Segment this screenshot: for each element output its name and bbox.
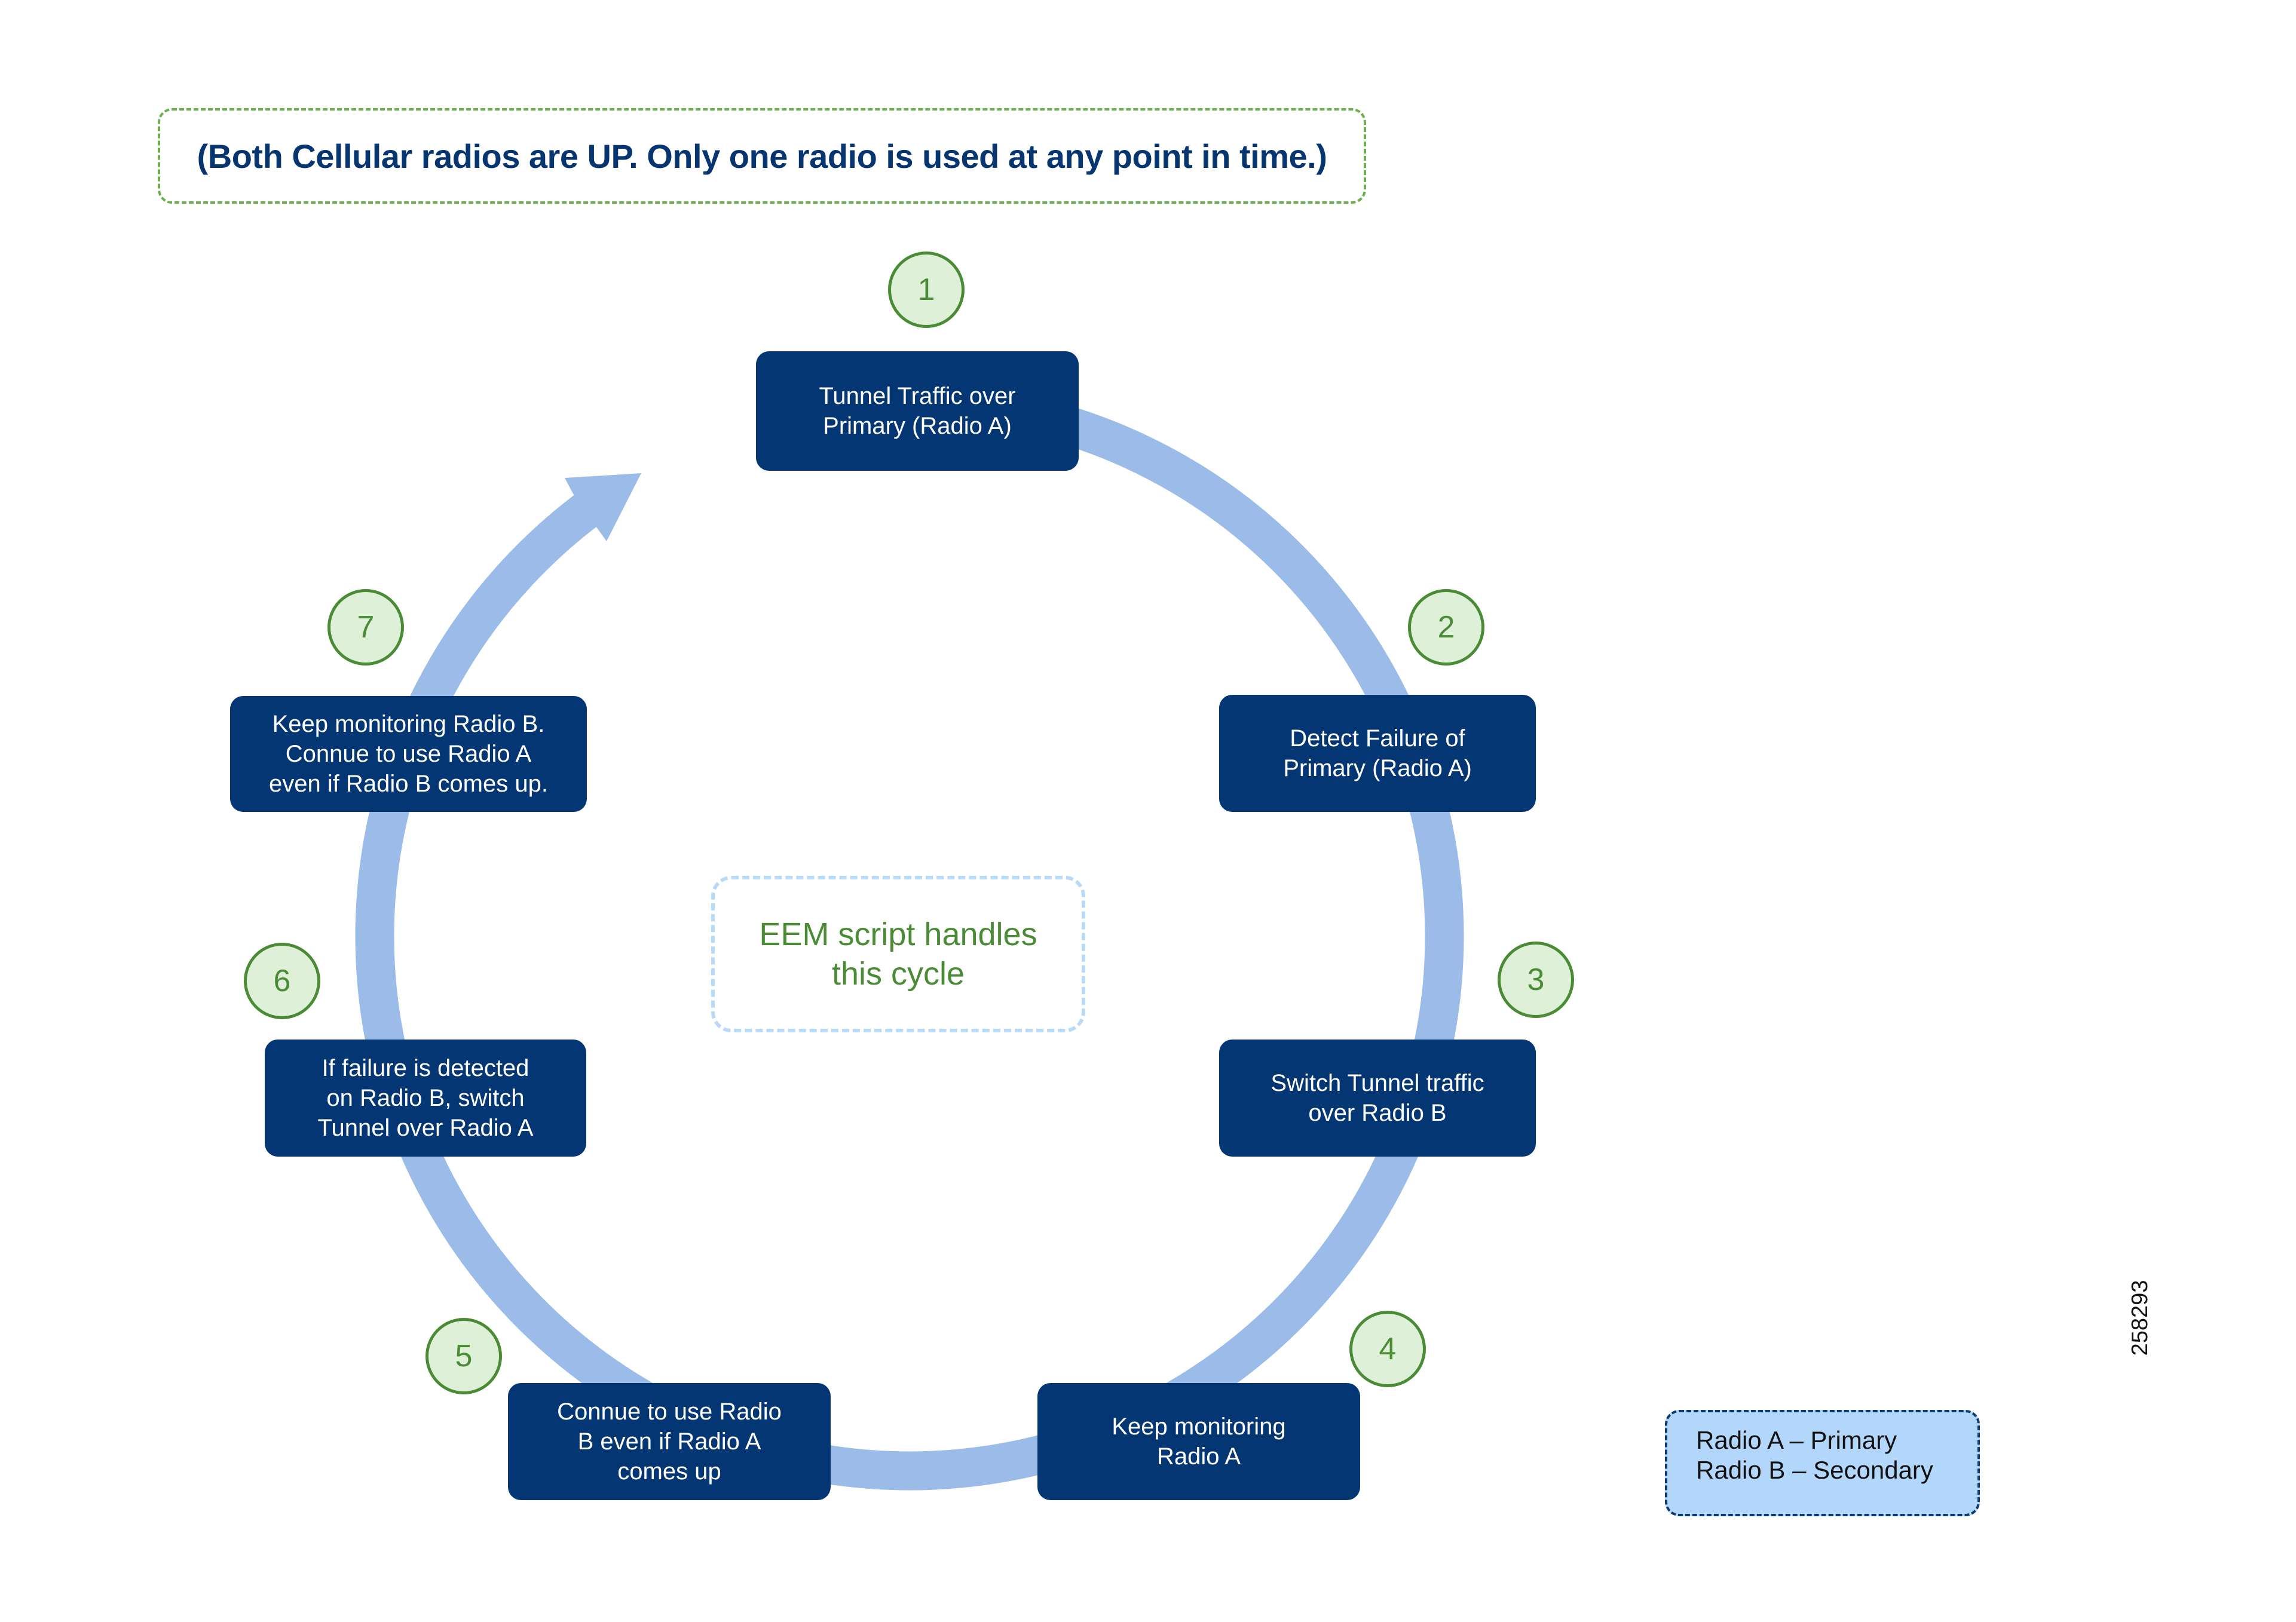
step-box-5: Connue to use Radio B even if Radio A co… <box>508 1383 831 1500</box>
step-badge-6: 6 <box>244 943 320 1019</box>
legend-box: Radio A – Primary Radio B – Secondary <box>1665 1410 1980 1516</box>
step-box-7: Keep monitoring Radio B. Connue to use R… <box>230 696 587 812</box>
step-badge-5: 5 <box>425 1318 502 1394</box>
step-badge-2: 2 <box>1408 589 1484 666</box>
step-box-3: Switch Tunnel traffic over Radio B <box>1219 1040 1536 1157</box>
step-box-1: Tunnel Traffic over Primary (Radio A) <box>756 351 1079 471</box>
step-badge-1: 1 <box>888 252 965 328</box>
figure-id: 258293 <box>2127 1280 2153 1356</box>
step-badge-4: 4 <box>1349 1311 1426 1387</box>
header-note: (Both Cellular radios are UP. Only one r… <box>158 108 1366 204</box>
header-note-text: (Both Cellular radios are UP. Only one r… <box>197 137 1327 175</box>
step-box-4: Keep monitoring Radio A <box>1037 1383 1360 1500</box>
step-box-2: Detect Failure of Primary (Radio A) <box>1219 695 1536 812</box>
center-note: EEM script handles this cycle <box>711 876 1085 1032</box>
step-badge-7: 7 <box>327 589 404 666</box>
step-badge-3: 3 <box>1498 942 1574 1018</box>
step-box-6: If failure is detected on Radio B, switc… <box>265 1040 586 1157</box>
cycle-arrowhead-icon <box>565 473 641 541</box>
